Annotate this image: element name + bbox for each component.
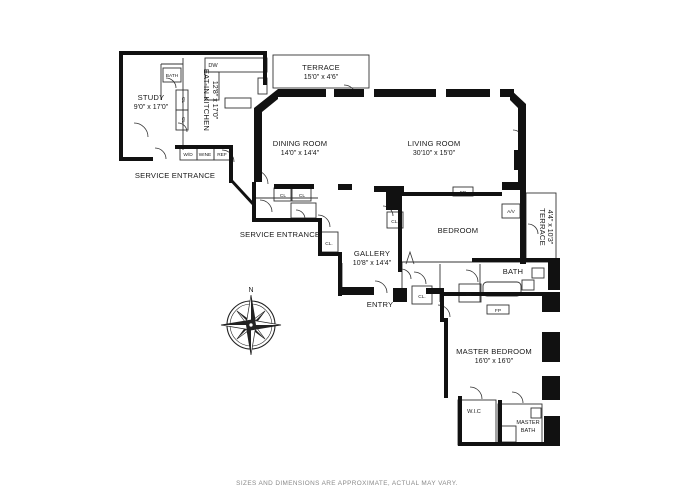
ref-label: REF	[217, 152, 227, 158]
entry-label: ENTRY	[367, 300, 394, 309]
wine-label: WINE	[199, 152, 212, 158]
master-bedroom-name: MASTER BEDROOM	[456, 347, 532, 356]
wic-name: W.I.C	[467, 409, 481, 415]
cl-kitchen-2: CL	[180, 117, 186, 123]
bath-name: BATH	[503, 267, 524, 276]
fp-master-label: FP	[495, 308, 501, 314]
master-bath-line1: MASTER	[516, 420, 539, 426]
cl-entry-1: CL.	[418, 294, 425, 300]
room-labels: STUDY 9'0" x 17'0" EAT-IN KITCHEN 12'8" …	[134, 63, 553, 434]
kitchen-dims: 12'8" x 17'0"	[211, 81, 218, 120]
living-dims: 30'10" x 15'0"	[413, 150, 456, 157]
terrace-east-name: TERRACE	[538, 208, 547, 246]
compass-north-label: N	[248, 287, 253, 294]
study-dims: 9'0" x 17'0"	[134, 104, 169, 111]
disclaimer-text: SIZES AND DIMENSIONS ARE APPROXIMATE, AC…	[236, 480, 458, 487]
cl-entry-2: CL.	[466, 292, 473, 298]
dining-name: DINING ROOM	[273, 139, 328, 148]
master-bath-line2: BATH	[521, 428, 536, 434]
gallery-name: GALLERY	[354, 249, 390, 258]
bedroom-name: BEDROOM	[438, 226, 479, 235]
terrace-east-dims: 4'4" x 10'3"	[546, 210, 553, 245]
fp-living-label: FP	[460, 190, 466, 196]
fixture-labels: SERVICE ENTRANCE SERVICE ENTRANCE ENTRY …	[135, 63, 516, 314]
compass-rose-icon: N	[220, 287, 282, 356]
walls	[119, 51, 560, 446]
wd-label: W/D	[183, 152, 193, 158]
cl-kitchen-1: CL	[180, 97, 186, 103]
terrace-north-name: TERRACE	[302, 63, 340, 72]
bath-small-label: BATH	[166, 73, 179, 79]
cl-bedroom: CL.	[391, 219, 398, 225]
study-name: STUDY	[138, 93, 165, 102]
living-name: LIVING ROOM	[408, 139, 461, 148]
cl-service-2: CL	[299, 193, 305, 199]
door-swings	[133, 77, 539, 404]
av-label: A/V	[507, 209, 516, 215]
service-entrance-label-2: SERVICE ENTRANCE	[240, 230, 320, 239]
cl-gallery: CL.	[325, 241, 332, 247]
master-bedroom-dims: 16'0" x 16'0"	[475, 358, 514, 365]
cl-service-1: CL	[280, 193, 286, 199]
gallery-dims: 10'8" x 14'4"	[353, 260, 392, 267]
terrace-north-dims: 15'0" x 4'6"	[304, 74, 339, 81]
service-entrance-label-1: SERVICE ENTRANCE	[135, 171, 215, 180]
kitchen-name: EAT-IN KITCHEN	[202, 69, 211, 131]
dining-dims: 14'0" x 14'4"	[281, 150, 320, 157]
dw-label: DW	[208, 63, 218, 69]
